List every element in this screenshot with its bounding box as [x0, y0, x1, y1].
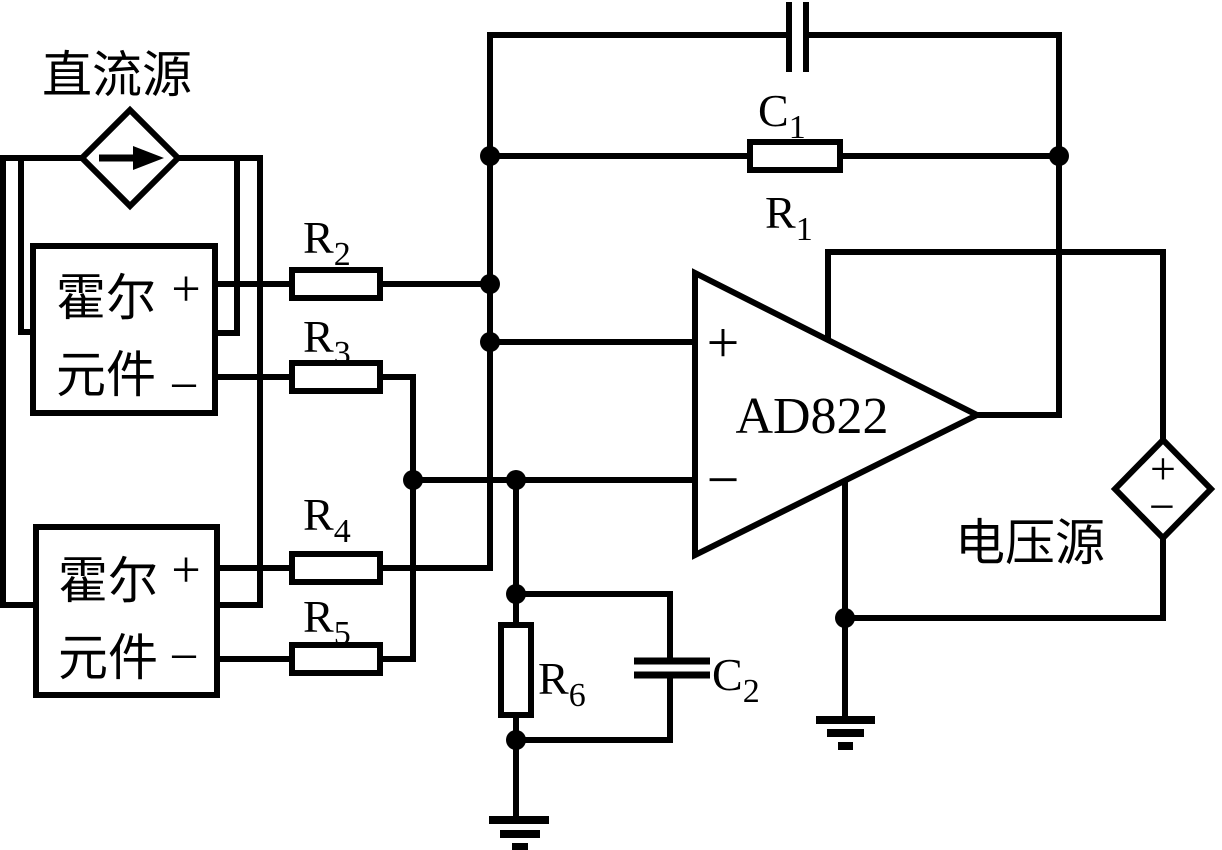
voltage-source-plus-sign: + [1150, 443, 1176, 494]
junction-dot [480, 274, 500, 294]
wire-r3-r5-vertical [380, 374, 416, 662]
r3-sub: 3 [334, 335, 351, 372]
voltage-source-diamond [1110, 435, 1216, 543]
resistor-r3-label: R3 [303, 311, 351, 372]
voltage-source-label: 电压源 [955, 515, 1105, 571]
hall-top-label-line1: 霍尔 [56, 270, 156, 326]
wire-dc-right-inner [215, 158, 240, 336]
hall-element-bottom-box [33, 524, 220, 698]
opamp-minus-input-sign: − [707, 447, 740, 512]
resistor-r4-label: R4 [303, 489, 351, 550]
wire-dc-left-outer [0, 155, 82, 608]
ground-symbol-left [489, 816, 549, 850]
ground-symbol-right [816, 716, 875, 750]
wire-c1-right-to-output [809, 32, 1062, 418]
resistor-r6-label: R6 [538, 653, 586, 714]
r4-sub: 4 [334, 513, 351, 550]
wire-plus-node-vertical-and-c1-left [380, 32, 786, 571]
r1-sub: 1 [796, 211, 813, 248]
r5-sub: 5 [334, 615, 351, 652]
wire-to-c2-top [516, 591, 673, 661]
wires [0, 32, 1166, 818]
hall-element-top-box [30, 243, 218, 416]
hall-bottom-plus-sign: + [171, 542, 200, 599]
hall-bottom-label-line2: 元件 [58, 630, 158, 686]
voltage-source: + − 电压源 [955, 435, 1216, 571]
r4-base: R [303, 489, 334, 540]
wire-dc-right-outer [178, 155, 263, 608]
hall-bottom-label-line1: 霍尔 [58, 553, 158, 609]
opamp-plus-input-sign: + [707, 310, 740, 375]
resistor-r1 [747, 139, 843, 173]
opamp-part-number: AD822 [735, 388, 888, 445]
capacitor-c2-label: C2 [712, 649, 760, 710]
c1-sub: 1 [789, 109, 806, 146]
hall-element-top: 霍尔 元件 + − [30, 243, 218, 416]
wire-vplus-rail [825, 249, 1166, 440]
current-arrow-icon [133, 146, 164, 170]
junction-dots [403, 146, 1069, 750]
resistors: R2 R3 R4 R5 R1 R6 [289, 139, 843, 718]
opamp-triangle [692, 268, 984, 560]
resistor-r4 [289, 551, 383, 585]
resistor-r6 [498, 622, 534, 718]
c2-base: C [712, 649, 743, 700]
hall-top-minus-sign: − [169, 358, 198, 415]
junction-dot [506, 730, 526, 750]
r6-sub: 6 [569, 677, 586, 714]
hall-top-plus-sign: + [171, 261, 200, 318]
r6-base: R [538, 653, 569, 704]
dc-current-source: 直流源 [42, 47, 192, 211]
resistor-r3 [289, 360, 383, 394]
resistor-r1-label: R1 [765, 187, 813, 248]
resistor-r5 [289, 642, 383, 676]
resistor-r2-label: R2 [303, 212, 351, 273]
r2-sub: 2 [334, 236, 351, 273]
wire-c2-bottom-return [516, 675, 673, 743]
wire-vsource-bottom-return [845, 538, 1166, 621]
junction-dot [835, 608, 855, 628]
capacitor-c1-label: C1 [758, 85, 806, 146]
c1-base: C [758, 85, 789, 136]
r2-base: R [303, 212, 334, 263]
hall-top-label-line2: 元件 [56, 347, 156, 403]
c2-sub: 2 [743, 673, 760, 710]
junction-dot [506, 470, 526, 490]
junction-dot [480, 332, 500, 352]
dc-source-label: 直流源 [42, 47, 192, 103]
junction-dot [506, 584, 526, 604]
resistor-r2 [289, 267, 383, 301]
capacitors: C1 C2 [634, 2, 809, 710]
junction-dot [480, 146, 500, 166]
junction-dot [1049, 146, 1069, 166]
opamp: + − AD822 [692, 268, 984, 560]
voltage-source-minus-sign: − [1149, 481, 1175, 532]
resistor-r5-label: R5 [303, 591, 351, 652]
junction-dot [403, 470, 423, 490]
r3-base: R [303, 311, 334, 362]
hall-bottom-minus-sign: − [169, 629, 198, 686]
hall-element-bottom: 霍尔 元件 + − [33, 524, 220, 698]
wire-dc-left-inner [18, 158, 33, 335]
r1-base: R [765, 187, 796, 238]
r5-base: R [303, 591, 334, 642]
